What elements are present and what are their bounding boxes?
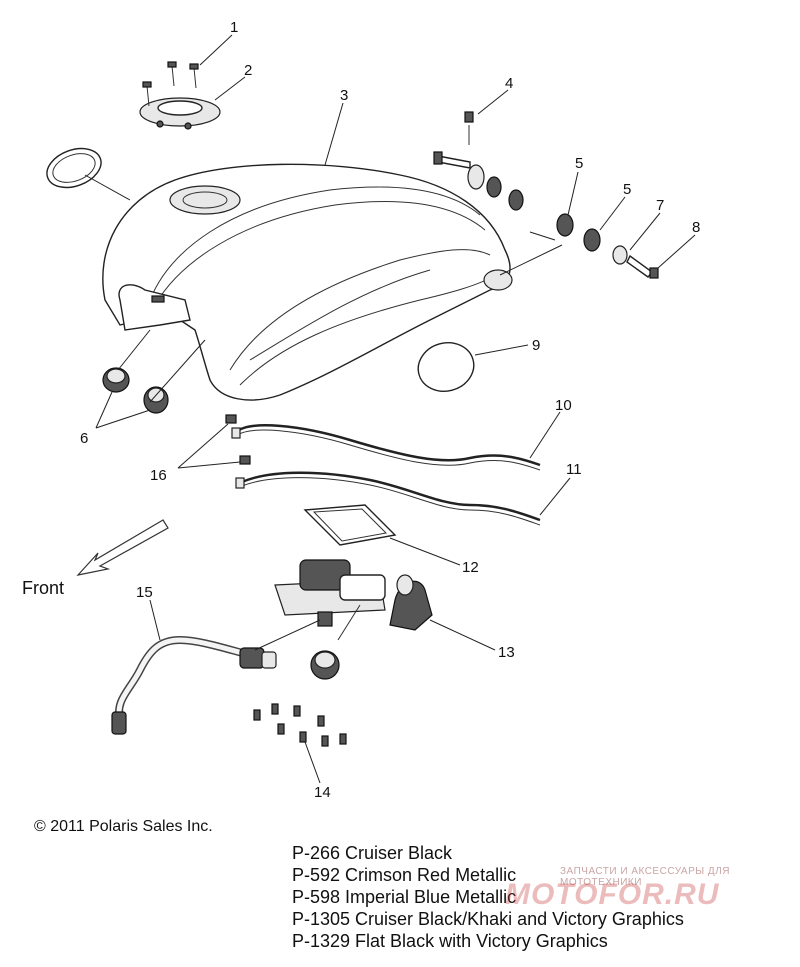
leader-lines xyxy=(84,34,696,784)
filler-cap xyxy=(139,97,221,130)
color-code-item: P-598 Imperial Blue Metallic xyxy=(292,887,517,907)
cap-screws xyxy=(142,61,199,107)
copyright-notice: © 2011 Polaris Sales Inc. xyxy=(34,818,213,835)
pump-screws xyxy=(253,703,347,747)
callout-15: 15 xyxy=(136,584,153,601)
callout-12: 12 xyxy=(462,559,479,576)
fuel-pump-assembly xyxy=(274,559,433,680)
front-label: Front xyxy=(22,578,65,598)
callout-numbers: 1 2 3 4 5 5 6 7 8 9 10 11 12 13 14 15 16 xyxy=(80,19,700,801)
callout-16: 16 xyxy=(150,467,167,484)
callout-9: 9 xyxy=(532,337,540,354)
callout-5b: 5 xyxy=(623,181,631,198)
callout-6: 6 xyxy=(80,430,88,447)
callout-10: 10 xyxy=(555,397,572,414)
tank-bumpers xyxy=(102,367,169,414)
color-code-item: P-1305 Cruiser Black/Khaki and Victory G… xyxy=(292,909,684,929)
pump-gasket xyxy=(303,504,397,546)
color-code-item: P-1329 Flat Black with Victory Graphics xyxy=(292,931,608,951)
callout-5a: 5 xyxy=(575,155,583,172)
callout-8: 8 xyxy=(692,219,700,236)
callout-1: 1 xyxy=(230,19,238,36)
watermark-logo: MOTOFOR.RU xyxy=(505,878,720,911)
callout-4: 4 xyxy=(505,75,513,92)
fuel-hose xyxy=(111,635,277,735)
callout-11: 11 xyxy=(566,461,582,478)
callout-2: 2 xyxy=(244,62,252,79)
rear-mount-hardware xyxy=(433,111,659,279)
callout-14: 14 xyxy=(314,784,331,801)
callout-13: 13 xyxy=(498,644,515,661)
vent-lines xyxy=(225,414,541,526)
cap-gasket xyxy=(46,147,102,189)
tank-badge xyxy=(417,342,475,392)
watermark-text: ЗАПЧАСТИ И АКСЕССУАРЫ ДЛЯ МОТОТЕХНИКИ xyxy=(560,866,730,888)
color-code-item: P-592 Crimson Red Metallic xyxy=(292,865,517,885)
callout-3: 3 xyxy=(340,87,348,104)
callout-7: 7 xyxy=(656,197,664,214)
color-code-item: P-266 Cruiser Black xyxy=(292,843,453,863)
front-arrow-icon xyxy=(76,519,169,576)
color-code-list: P-266 Cruiser Black P-592 Crimson Red Me… xyxy=(292,842,684,952)
